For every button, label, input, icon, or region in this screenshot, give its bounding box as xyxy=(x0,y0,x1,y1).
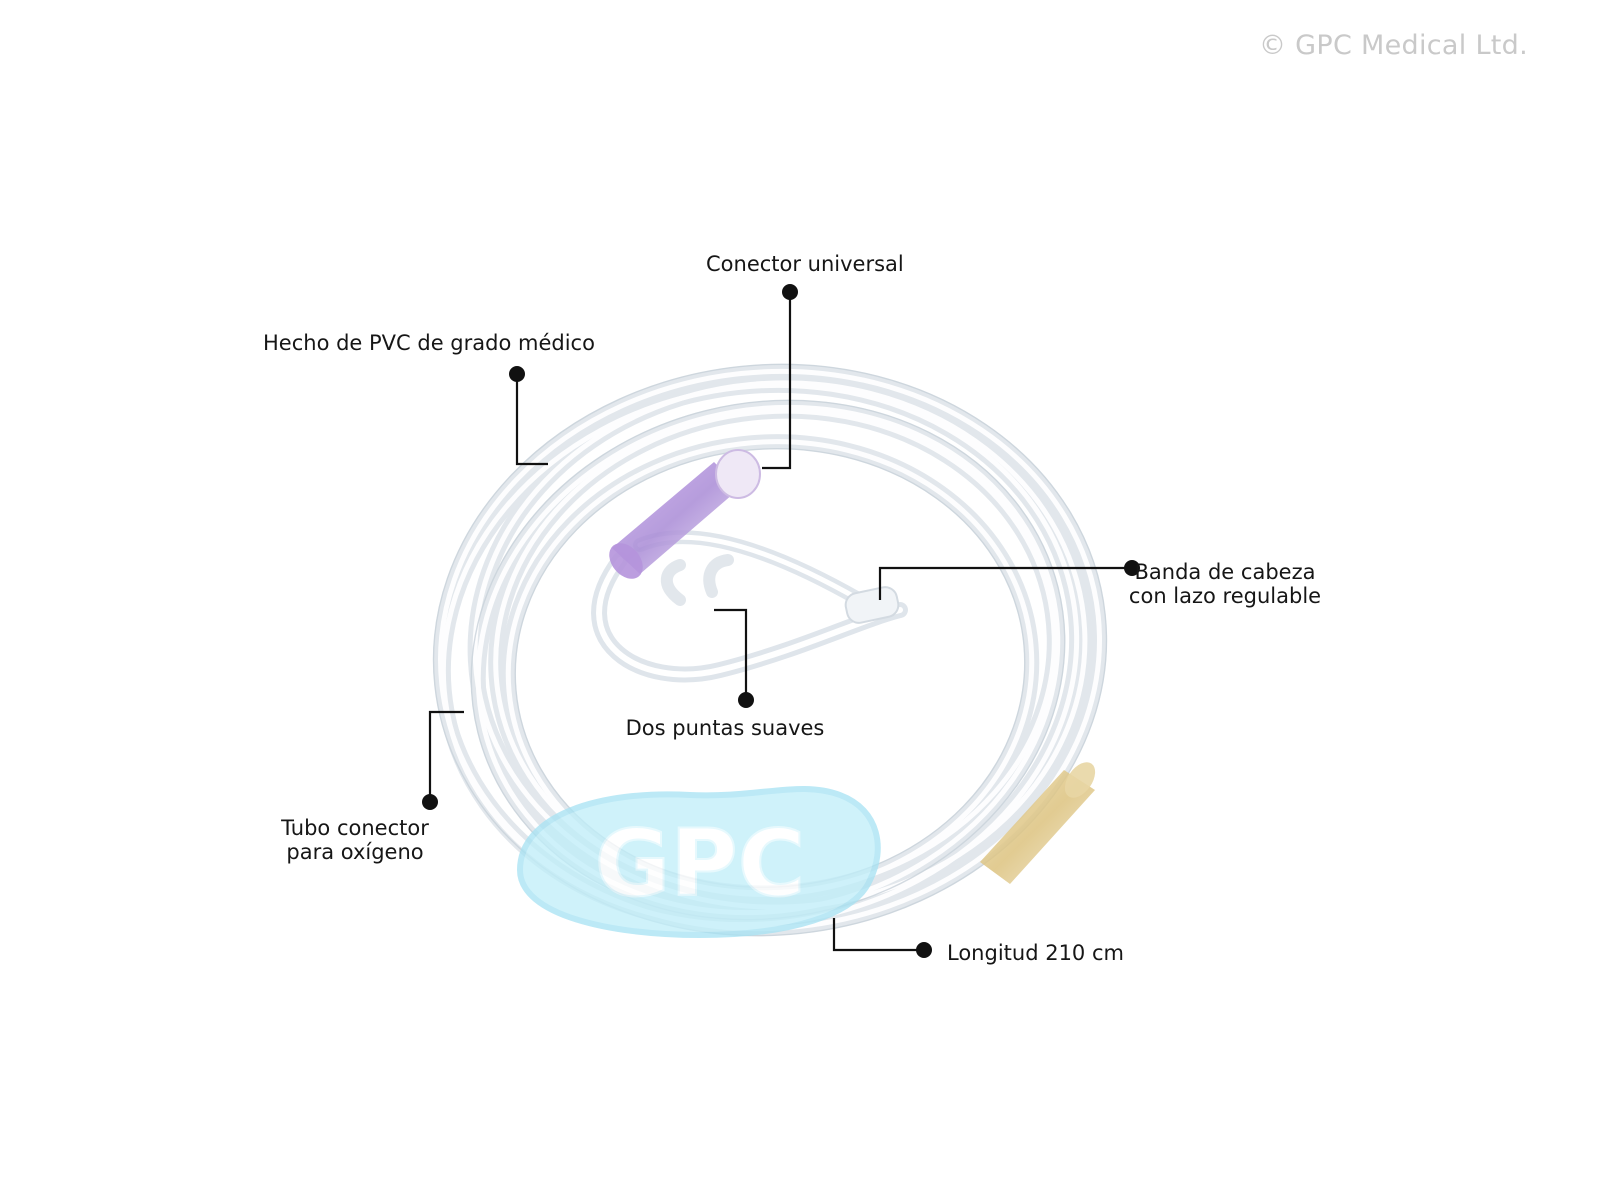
label-medical-grade-pvc: Hecho de PVC de grado médico xyxy=(263,331,595,355)
copyright-notice: © GPC Medical Ltd. xyxy=(1259,30,1528,61)
label-adjustable-head-band: Banda de cabeza con lazo regulable xyxy=(1110,560,1340,608)
dot-conector xyxy=(782,284,798,300)
label-length: Longitud 210 cm xyxy=(947,941,1124,965)
label-oxygen-connector-tube: Tubo conector para oxígeno xyxy=(250,816,460,864)
label-tubo-line-2: para oxígeno xyxy=(286,840,424,864)
leader-longitud xyxy=(832,918,924,952)
callout-dots xyxy=(422,284,1140,958)
gpc-watermark-logo: GPC xyxy=(516,785,881,939)
callout-leaders xyxy=(428,292,1132,952)
tubing-connector xyxy=(980,762,1096,884)
dot-pvc xyxy=(509,366,525,382)
label-universal-connector: Conector universal xyxy=(706,252,904,276)
leader-conector xyxy=(762,292,792,470)
dot-banda xyxy=(1124,560,1140,576)
universal-connector xyxy=(609,449,761,579)
leader-banda xyxy=(878,566,1132,600)
leader-puntas xyxy=(714,608,748,700)
dot-tubo xyxy=(422,794,438,810)
label-banda-line-2: con lazo regulable xyxy=(1128,584,1322,608)
watermark-text: GPC xyxy=(595,810,805,917)
dot-longitud xyxy=(916,942,932,958)
leader-tubo xyxy=(428,710,464,802)
label-soft-prongs: Dos puntas suaves xyxy=(625,716,825,740)
label-banda-line-1: Banda de cabeza xyxy=(1134,560,1316,584)
label-tubo-line-1: Tubo conector xyxy=(281,816,429,840)
leader-pvc xyxy=(515,374,548,466)
dot-puntas xyxy=(738,692,754,708)
